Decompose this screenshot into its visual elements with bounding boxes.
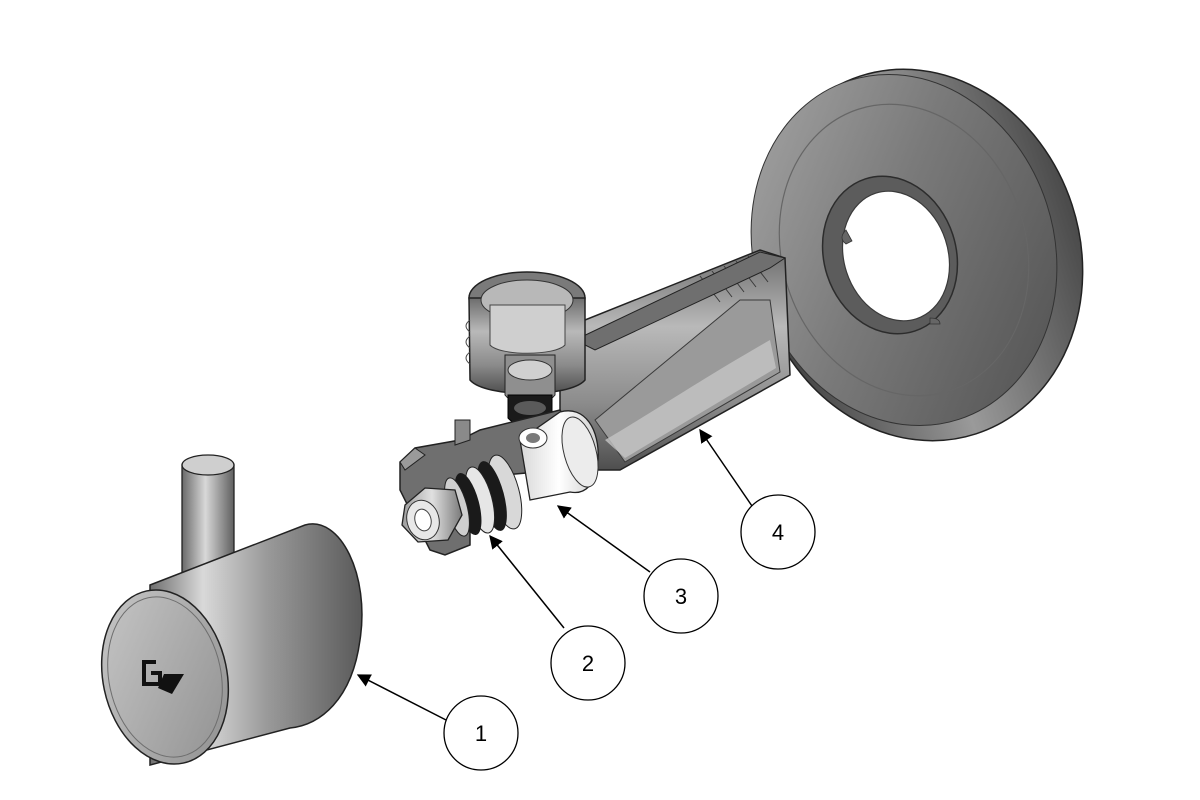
callout-1: 1: [443, 695, 519, 771]
leader-arrow-2: [489, 534, 565, 629]
handle-knob: GA: [100, 454, 363, 766]
callout-label-1: 1: [475, 721, 487, 746]
leader-arrow-3: [556, 505, 651, 573]
callout-label-4: 4: [772, 520, 784, 545]
callout-4: 4: [740, 494, 816, 570]
leader-arrow-4: [699, 428, 753, 507]
spindle-nut: [401, 487, 463, 543]
wall-flange: [750, 68, 1084, 442]
leader-lines: [356, 428, 753, 722]
ga-logo-icon: GA: [142, 660, 184, 694]
callout-2: 2: [550, 625, 626, 701]
callout-label-3: 3: [675, 584, 687, 609]
leader-arrow-1: [356, 674, 449, 722]
valve-cartridge: [518, 410, 599, 501]
callout-3: 3: [643, 558, 719, 634]
callout-label-2: 2: [582, 651, 594, 676]
